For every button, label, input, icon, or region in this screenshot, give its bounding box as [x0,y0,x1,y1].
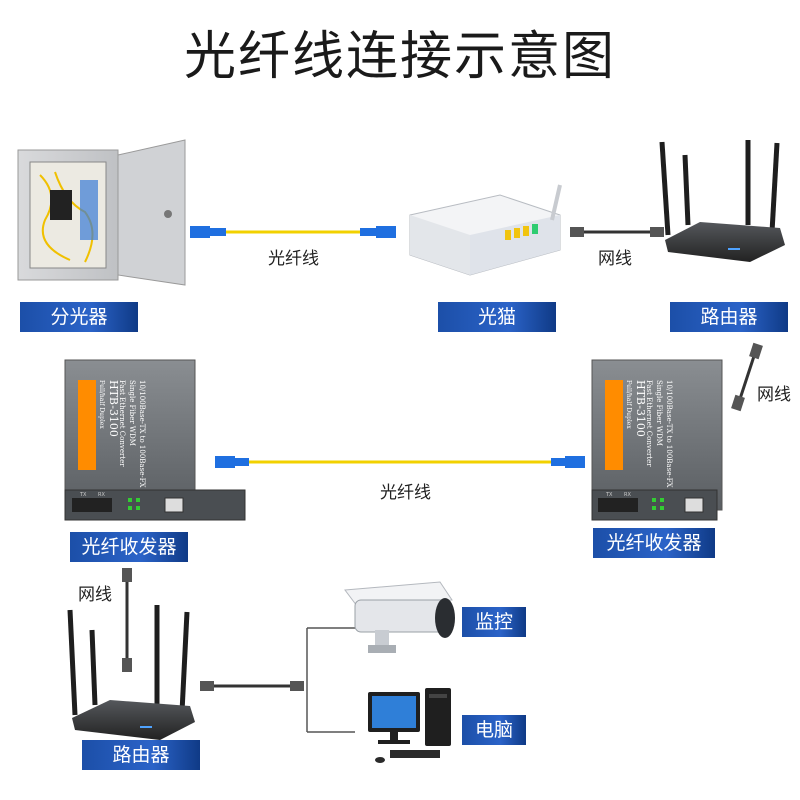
spec-text: 10/100Base-TX to 100Base-FX [138,380,146,488]
port-rx-label: RX [98,492,105,498]
model-text: HTB-3100 [634,380,647,437]
spec-text: Full/half Duplex [625,380,632,429]
port-tx-label: TX [605,492,613,498]
fiber-cable-middle [215,456,585,468]
model-text: HTB-3100 [107,380,120,437]
label-splitter: 分光器 [20,302,138,332]
spec-text: Fast Ethernet Converter [645,380,653,467]
caption-net-top: 网线 [598,249,632,269]
spec-text: Full/half Duplex [98,380,105,429]
label-computer: 电脑 [462,715,526,745]
caption-fiber-middle: 光纤线 [380,483,431,503]
camera-icon [344,581,455,653]
label-camera: 监控 [462,607,526,637]
network-cable-right [731,342,763,412]
optical-modem-icon [409,184,562,276]
page-title: 光纤线连接示意图 [183,27,616,87]
spec-text: Fast Ethernet Converter [118,380,126,467]
router-bottom-icon [67,605,195,740]
caption-net-right: 网线 [757,385,791,405]
label-router-top: 路由器 [670,302,788,332]
spec-text: Single Fiber WDM [128,380,136,446]
label-transceiver-right: 光纤收发器 [593,528,715,558]
label-router-bottom: 路由器 [82,740,200,770]
computer-icon [368,688,451,763]
caption-net-bottom: 网线 [78,585,112,605]
label-modem: 光猫 [438,302,556,332]
network-cable-top [570,227,664,237]
splitter-cabinet-icon [17,139,186,286]
network-cable-devices [200,627,355,733]
router-top-icon [659,140,785,262]
transceiver-left-icon: 10/100Base-TX to 100Base-FX Single Fiber… [64,359,246,521]
spec-text: Single Fiber WDM [655,380,663,446]
port-tx-label: TX [79,492,87,498]
caption-fiber-top: 光纤线 [268,249,319,269]
label-transceiver-left: 光纤收发器 [70,532,188,562]
port-rx-label: RX [624,492,631,498]
spec-text: 10/100Base-TX to 100Base-FX [665,380,673,488]
transceiver-right-icon: 10/100Base-TX to 100Base-FX Single Fiber… [591,359,723,521]
fiber-cable-top [190,226,396,238]
network-cable-bottom [122,568,132,672]
